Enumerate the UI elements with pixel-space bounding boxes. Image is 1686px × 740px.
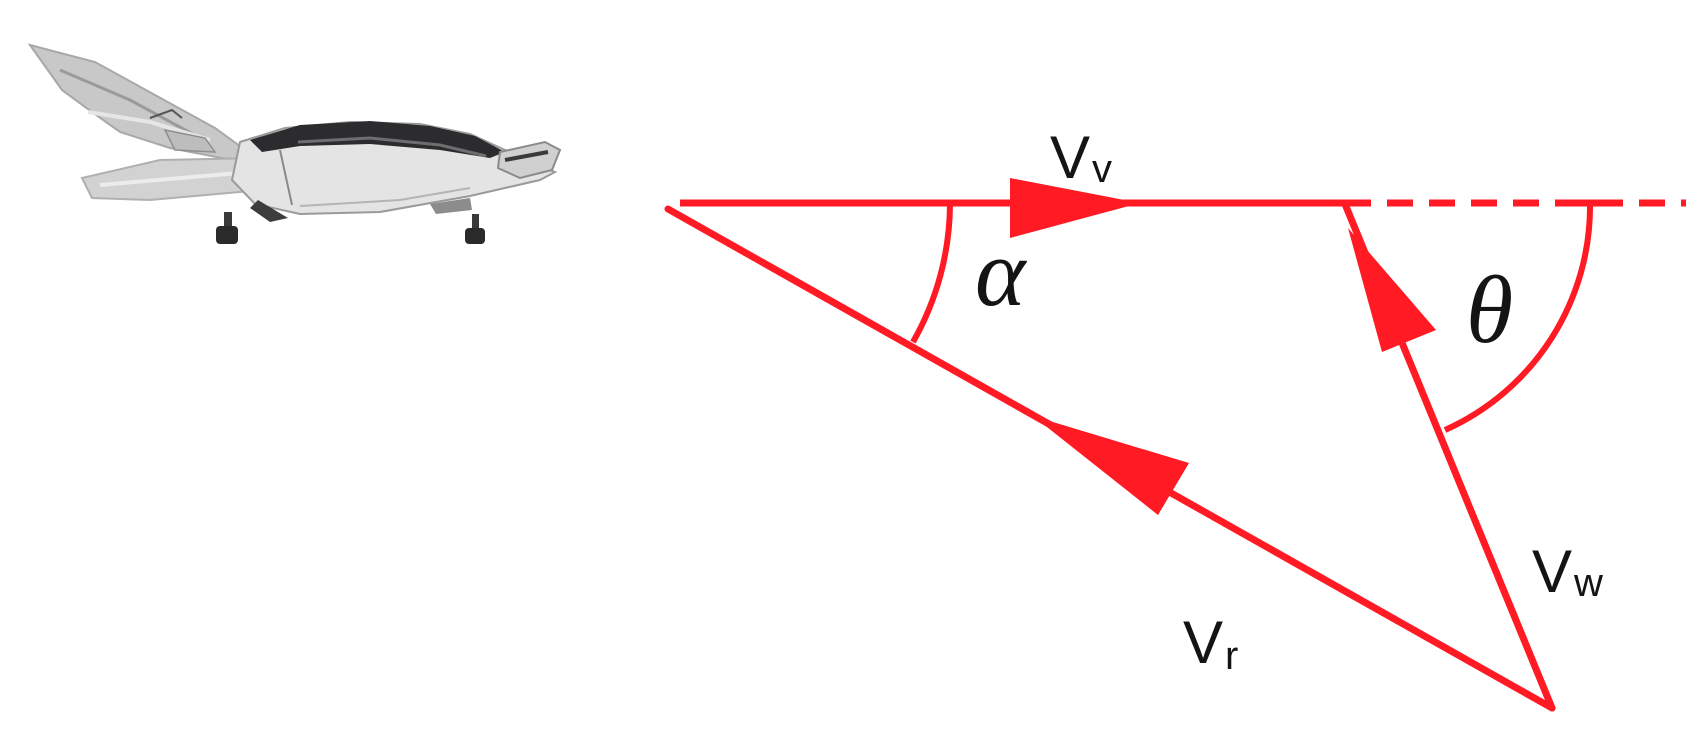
vehicle-velocity-arrowhead (1010, 178, 1140, 238)
vehicle-velocity-vector (680, 178, 1345, 238)
relative-velocity-label: Vr (1183, 609, 1238, 678)
theta-label: θ (1466, 256, 1513, 363)
alpha-label: α (975, 219, 1027, 326)
wind-velocity-label: Vw (1532, 538, 1603, 605)
theta-angle-arc (1443, 202, 1594, 433)
alpha-angle-arc (910, 202, 953, 344)
evtol-aircraft-icon (27, 43, 562, 244)
relative-velocity-arrowhead (1033, 416, 1189, 515)
relative-velocity-vector (664, 205, 1556, 712)
wind-velocity-vector (1341, 200, 1556, 712)
vehicle-velocity-label: Vv (1050, 124, 1112, 191)
wind-velocity-arrowhead (1348, 228, 1436, 352)
